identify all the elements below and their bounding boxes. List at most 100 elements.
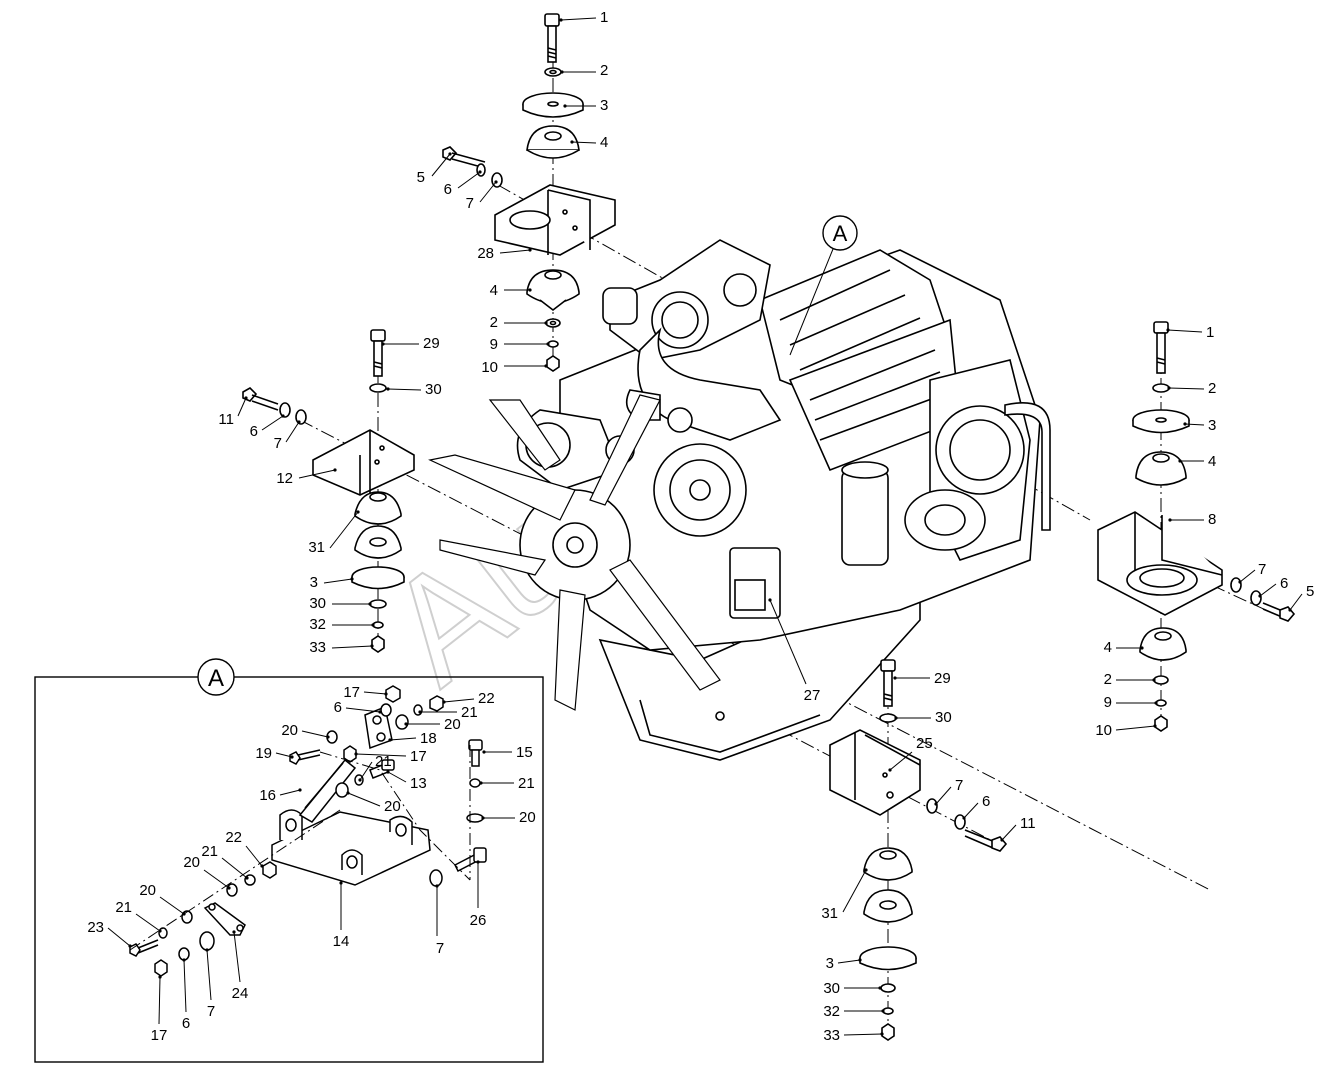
callout-leader-dot [386, 387, 390, 391]
callout-leader [1001, 824, 1017, 841]
callout-leader [1259, 583, 1277, 597]
callout-d20c: 20 [346, 791, 401, 815]
callout-leader-dot [888, 768, 892, 772]
callout-c12: 12 [276, 468, 337, 487]
callout-c5a: 5 [417, 152, 452, 186]
callout-leader-dot [528, 288, 532, 292]
callout-leader-dot [1154, 701, 1158, 705]
callout-number: 2 [600, 62, 608, 79]
callout-leader-dot [326, 735, 330, 739]
callout-leader [1239, 569, 1256, 583]
callout-c2c: 2 [1167, 380, 1216, 397]
callout-leader [159, 896, 185, 915]
callout-leader-dot [281, 414, 285, 418]
callout-leader [298, 469, 336, 479]
callout-number: 29 [934, 670, 951, 687]
callout-number: 15 [516, 744, 533, 761]
callout-number: 6 [1280, 575, 1288, 592]
callout-c11b: 11 [1000, 815, 1036, 842]
callout-d7b: 7 [205, 948, 215, 1020]
callout-leader-dot [570, 140, 574, 144]
callout-c29b: 29 [893, 670, 951, 687]
callout-c9a: 9 [490, 336, 550, 353]
callout-leader [301, 730, 329, 738]
callout-leader-dot [354, 752, 358, 756]
callout-number: 22 [225, 829, 242, 846]
part-callouts: 1234567284291029301167123133032331234876… [87, 9, 1314, 1044]
callout-number: 20 [384, 798, 401, 815]
callout-c7d: 7 [934, 777, 963, 806]
callout-leader [331, 645, 373, 649]
callout-leader [329, 511, 359, 549]
callout-number: 18 [420, 730, 437, 747]
callout-leader-dot [182, 958, 186, 962]
callout-number: 7 [1258, 561, 1266, 578]
callout-leader-dot [386, 770, 390, 774]
callout-c30c: 30 [894, 709, 952, 726]
callout-leader-dot [544, 321, 548, 325]
callout-leader [499, 249, 531, 254]
callout-number: 7 [466, 195, 474, 212]
callout-number: 17 [151, 1027, 168, 1044]
callout-number: 32 [823, 1003, 840, 1020]
callout-number: 3 [1208, 417, 1216, 434]
callout-d24: 24 [232, 930, 248, 1002]
callout-number: 9 [1104, 694, 1112, 711]
callout-number: 21 [518, 775, 535, 792]
callout-leader-dot [1140, 646, 1144, 650]
callout-leader-dot [559, 18, 563, 22]
callout-leader-dot [260, 864, 264, 868]
callout-leader-dot [1152, 678, 1156, 682]
callout-leader-dot [244, 396, 248, 400]
callout-number: 6 [334, 699, 342, 716]
callout-leader [889, 751, 913, 771]
callout-d17a: 17 [343, 684, 388, 701]
callout-leader [237, 397, 247, 417]
callout-number: 23 [87, 919, 104, 936]
callout-leader-dot [546, 342, 550, 346]
callout-leader [135, 913, 161, 932]
callout-leader-dot [478, 170, 482, 174]
callout-number: 19 [255, 745, 272, 762]
callout-c2a: 2 [560, 62, 608, 79]
callout-d22b: 22 [225, 829, 264, 868]
callout-number: 2 [1104, 671, 1112, 688]
callout-leader [261, 415, 284, 431]
callout-number: 7 [436, 940, 444, 957]
callout-c29a: 29 [381, 335, 440, 352]
callout-leader-dot [482, 750, 486, 754]
callout-leader-dot [481, 816, 485, 820]
callout-d14: 14 [333, 881, 349, 950]
callout-number: 6 [982, 793, 990, 810]
callout-number: 26 [470, 912, 487, 929]
callout-leader-dot [560, 70, 564, 74]
callout-c30b: 30 [309, 595, 372, 612]
callout-number: 31 [308, 539, 325, 556]
callout-leader-dot [356, 510, 360, 514]
callout-c31a: 31 [308, 510, 360, 556]
callout-leader [323, 578, 353, 584]
callout-d18: 18 [388, 730, 437, 747]
callout-leader [355, 753, 407, 757]
callout-number: 28 [477, 245, 494, 262]
callout-leader-dot [333, 468, 337, 472]
callout-leader [203, 869, 230, 889]
callout-leader [843, 1033, 883, 1036]
callout-c30a: 30 [386, 381, 442, 398]
callout-leader [387, 388, 422, 391]
callout-number: 4 [1208, 453, 1216, 470]
callout-leader-dot [381, 342, 385, 346]
callout-number: 21 [375, 753, 392, 770]
callout-c33a: 33 [309, 639, 374, 656]
callout-number: 30 [935, 709, 952, 726]
callout-leader-dot [227, 886, 231, 890]
callout-c3c: 3 [1183, 417, 1216, 434]
callout-number: 27 [804, 687, 821, 704]
callout-c4b: 4 [490, 282, 532, 299]
callout-d20a: 20 [404, 716, 461, 733]
callout-leader-dot [232, 930, 236, 934]
callout-leader-dot [878, 986, 882, 990]
callout-c6d: 6 [962, 793, 990, 820]
callout-leader-dot [544, 364, 548, 368]
